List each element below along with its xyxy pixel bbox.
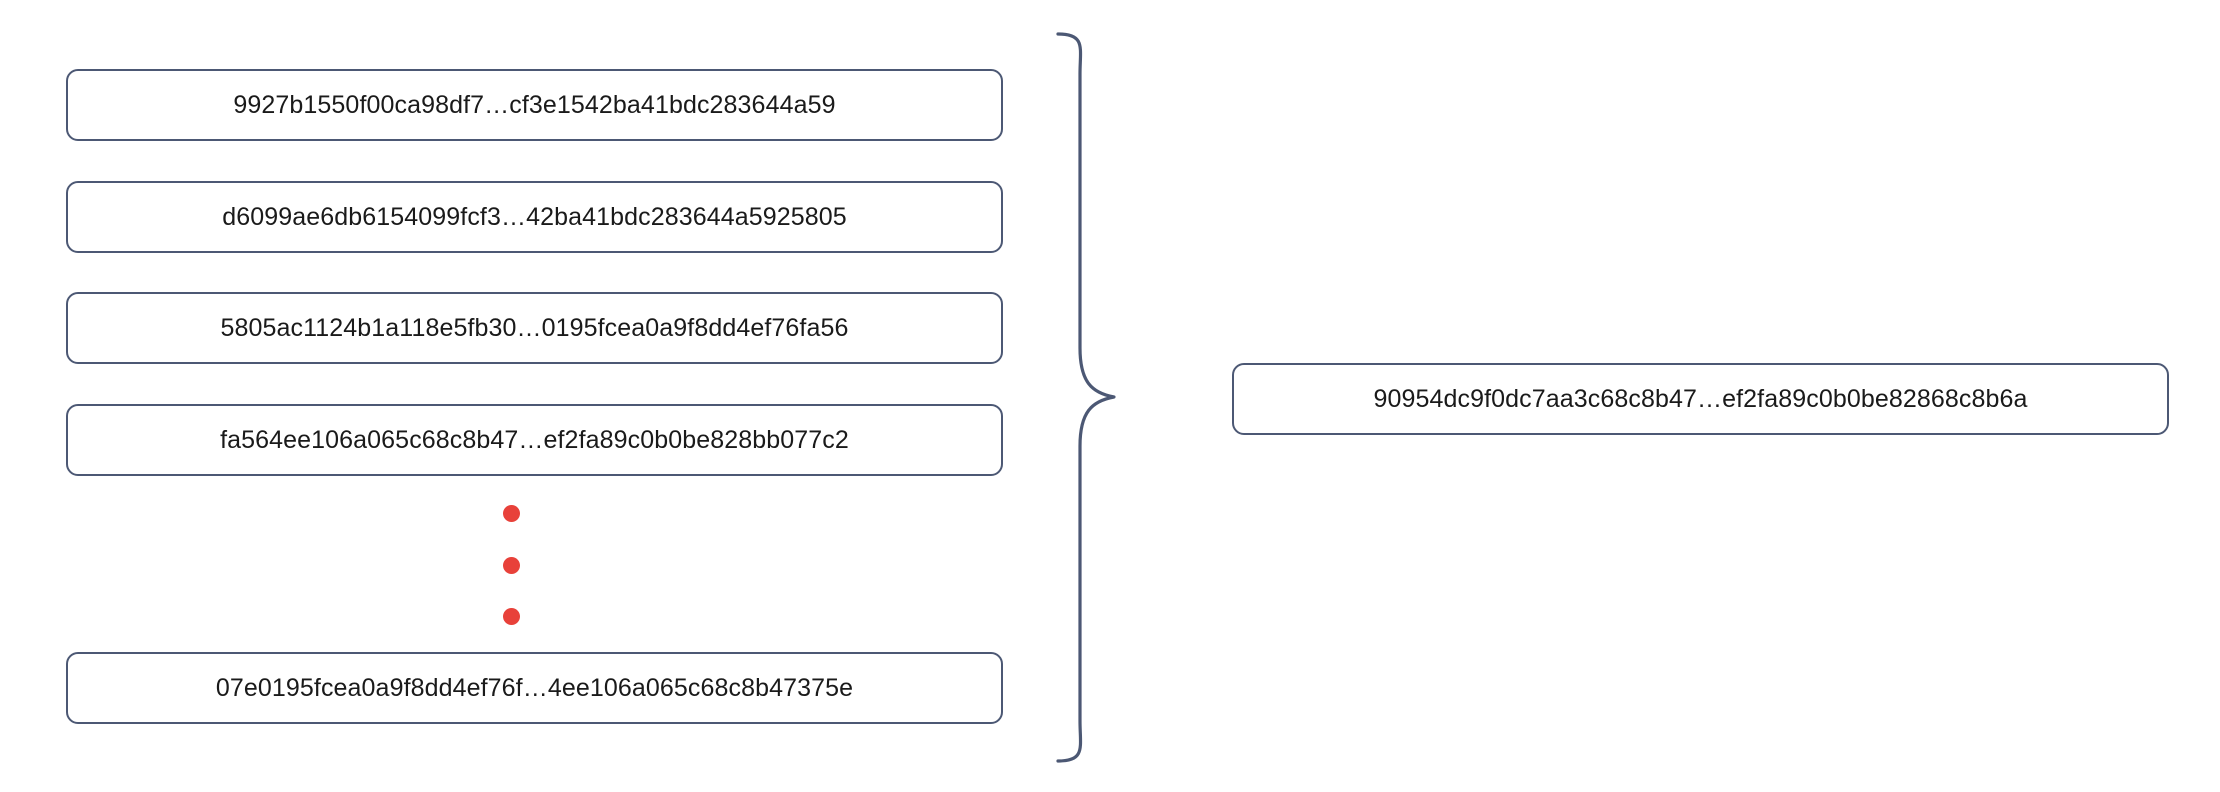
hash-box-4-label: fa564ee106a065c68c8b47…ef2fa89c0b0be828b… [220,425,849,454]
aggregated-hash-label: 90954dc9f0dc7aa3c68c8b47…ef2fa89c0b0be82… [1373,384,2028,413]
hash-box-3[interactable]: 5805ac1124b1a118e5fb30…0195fcea0a9f8dd4e… [66,292,1003,364]
ellipsis-dot-1 [502,505,520,522]
hash-box-last-label: 07e0195fcea0a9f8dd4ef76f…4ee106a065c68c8… [215,673,854,702]
hash-box-2-label: d6099ae6db6154099fcf3…42ba41bdc283644a59… [222,202,847,231]
curly-brace-icon [1040,30,1130,765]
hash-box-3-label: 5805ac1124b1a118e5fb30…0195fcea0a9f8dd4e… [220,313,849,342]
hash-box-last[interactable]: 07e0195fcea0a9f8dd4ef76f…4ee106a065c68c8… [66,652,1003,724]
ellipsis-dot-3 [502,608,520,625]
vertical-ellipsis-icon [496,505,526,625]
hash-box-1-label: 9927b1550f00ca98df7…cf3e1542ba41bdc28364… [233,90,836,119]
hash-box-2[interactable]: d6099ae6db6154099fcf3…42ba41bdc283644a59… [66,181,1003,253]
hash-box-4[interactable]: fa564ee106a065c68c8b47…ef2fa89c0b0be828b… [66,404,1003,476]
ellipsis-dot-2 [502,556,520,574]
aggregated-hash-box[interactable]: 90954dc9f0dc7aa3c68c8b47…ef2fa89c0b0be82… [1232,363,2169,435]
hash-box-1[interactable]: 9927b1550f00ca98df7…cf3e1542ba41bdc28364… [66,69,1003,141]
